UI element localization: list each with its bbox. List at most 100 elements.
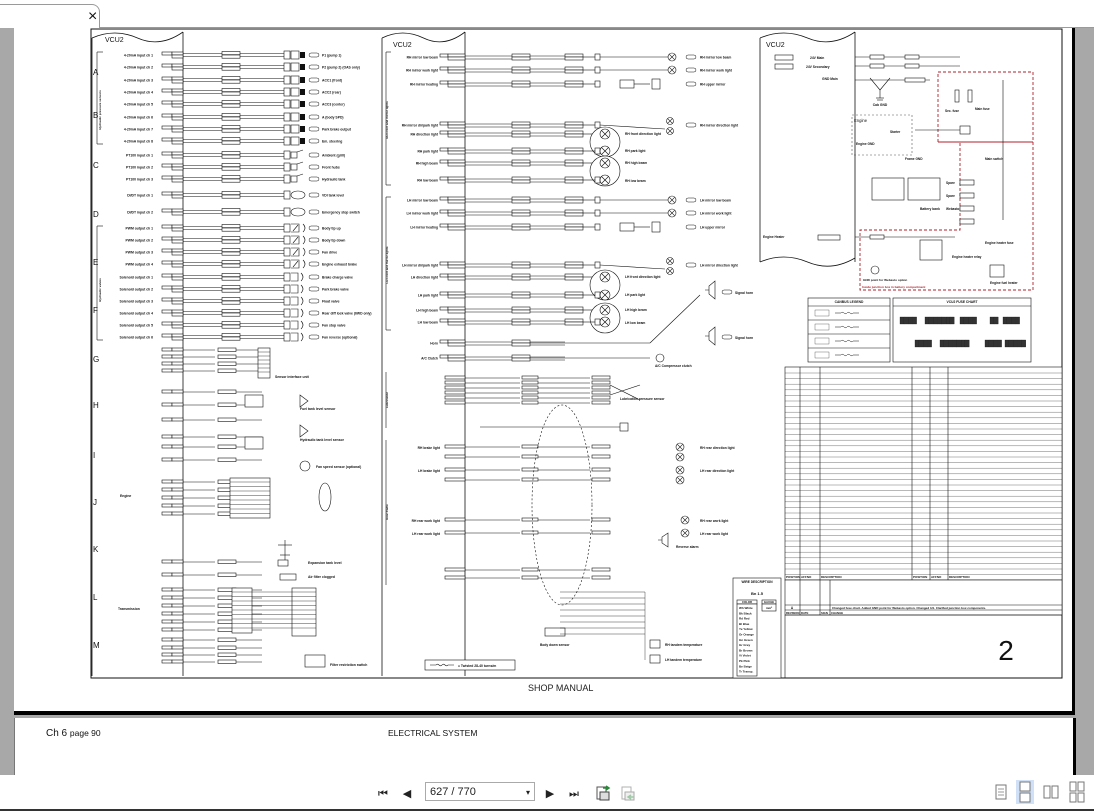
vcu-pin bbox=[171, 166, 184, 171]
device-label: Body down sensor bbox=[540, 643, 570, 647]
connector-box bbox=[221, 208, 241, 213]
vcu-pin bbox=[439, 80, 449, 85]
output-label: RH direction light bbox=[411, 133, 439, 137]
document-tab[interactable] bbox=[0, 4, 100, 29]
device-label: Brake charge valve bbox=[322, 276, 353, 280]
next-page-icon: ▶ bbox=[545, 788, 555, 800]
reference-tag bbox=[308, 64, 320, 70]
continuous-view-button[interactable] bbox=[1016, 780, 1034, 804]
power-label: Engine GND bbox=[856, 142, 875, 146]
wire bbox=[869, 77, 881, 91]
wire bbox=[668, 53, 676, 61]
two-page-continuous-view-button[interactable] bbox=[1068, 780, 1086, 804]
last-page-icon: ⏭ bbox=[569, 788, 579, 800]
chapter: Ch 6 bbox=[46, 728, 68, 739]
fuse-slot bbox=[924, 316, 930, 325]
vcu-pin bbox=[171, 51, 184, 56]
vcu-pin bbox=[171, 248, 184, 253]
connector-box bbox=[511, 294, 531, 299]
fuse-slot bbox=[993, 339, 998, 348]
two-page-view-button[interactable] bbox=[1042, 780, 1060, 804]
connector-box bbox=[511, 209, 531, 214]
go-forward-view-button[interactable] bbox=[619, 784, 637, 802]
device-label: LH rear work light bbox=[700, 532, 729, 536]
vcu-pin bbox=[171, 627, 184, 632]
vcu-pin bbox=[161, 88, 173, 93]
connector-box bbox=[564, 309, 584, 314]
close-tab-icon[interactable]: × bbox=[88, 8, 98, 25]
vcu-pin bbox=[161, 487, 173, 492]
device-label: LH mirror low beam bbox=[700, 199, 731, 203]
fuse-slot bbox=[1011, 316, 1016, 325]
color-header: COLOR bbox=[742, 600, 752, 604]
vcu-pin bbox=[171, 100, 184, 105]
wire bbox=[668, 196, 676, 204]
connector-box bbox=[521, 567, 539, 572]
vcu-pin bbox=[171, 151, 184, 156]
plug bbox=[594, 196, 601, 204]
gnd-point-icon bbox=[870, 265, 880, 275]
reference-tag bbox=[308, 310, 320, 316]
group-label: Hydraulic valves bbox=[98, 278, 102, 302]
next-page-button[interactable]: ▶ bbox=[542, 784, 558, 802]
reference-tag bbox=[308, 176, 320, 182]
vcu-pin bbox=[161, 100, 173, 105]
fuse-chart-title: VCU2 FUSE CHART bbox=[947, 300, 978, 304]
vertical-scrollbar[interactable] bbox=[1075, 28, 1094, 775]
connector-box bbox=[217, 354, 237, 359]
single-page-view-button[interactable] bbox=[992, 780, 1010, 804]
battery-icon bbox=[907, 177, 941, 201]
fuse-chart-table bbox=[892, 297, 1032, 363]
go-back-view-button[interactable] bbox=[594, 784, 612, 802]
vcu-pin bbox=[444, 444, 466, 449]
output-label: LH mirror heating bbox=[410, 226, 438, 230]
device-label: Rear diff lock valve (6WD only) bbox=[322, 312, 372, 316]
vcu-pin bbox=[447, 179, 466, 184]
connector-box bbox=[591, 467, 611, 472]
component-label: Filter restriction switch bbox=[330, 663, 367, 667]
connector-box bbox=[511, 223, 531, 228]
connector-box bbox=[564, 321, 584, 326]
pdf-page-next bbox=[14, 718, 1076, 775]
chevron-down-icon[interactable]: ▾ bbox=[525, 788, 530, 797]
fuse-slot bbox=[1002, 316, 1008, 325]
wire bbox=[681, 529, 689, 537]
last-page-button[interactable]: ⏭ bbox=[565, 784, 583, 802]
vcu-pin bbox=[171, 76, 184, 81]
wire-color: Br Brown bbox=[739, 648, 753, 652]
section-letter-i: I bbox=[93, 451, 95, 460]
reference-tag bbox=[308, 274, 320, 280]
power-label: Engine fuel heater bbox=[990, 281, 1018, 285]
vcu-label: VCU2 bbox=[766, 42, 785, 49]
connector-box bbox=[221, 163, 241, 168]
component-label: Fuel tank level sensor bbox=[300, 407, 336, 411]
mirror-heater-box bbox=[619, 222, 635, 232]
vcu-pin bbox=[447, 130, 466, 135]
connector-box bbox=[511, 150, 531, 155]
connector-box bbox=[564, 162, 584, 167]
connector-box bbox=[511, 342, 531, 347]
previous-page-button[interactable]: ◀ bbox=[399, 784, 415, 802]
first-page-button[interactable]: ⏮ bbox=[374, 784, 392, 802]
page-number-input[interactable]: 627 / 770▾ bbox=[425, 782, 535, 801]
vcu-pin bbox=[171, 285, 184, 290]
connector-box bbox=[564, 273, 584, 278]
vcu-pin bbox=[171, 66, 184, 71]
sensor-icon bbox=[290, 75, 300, 85]
connector-box bbox=[221, 125, 241, 130]
vcu-pin bbox=[171, 652, 184, 657]
sensor-body bbox=[300, 89, 305, 95]
vcu-pin bbox=[171, 495, 184, 500]
reference-tag bbox=[308, 249, 320, 255]
component-label: Sensor interface unit bbox=[275, 375, 310, 379]
table-header: DESCRIPTION bbox=[949, 575, 970, 579]
connector-box bbox=[221, 113, 241, 118]
vcu-pin bbox=[161, 619, 173, 624]
vcu-pin bbox=[171, 128, 184, 133]
device-label: P2 (pump 2) (OAS only) bbox=[322, 66, 360, 70]
connector-box bbox=[564, 176, 584, 181]
reference-tag bbox=[685, 262, 697, 268]
vcu-pin bbox=[439, 273, 449, 278]
previous-page-icon: ◀ bbox=[402, 788, 412, 800]
plug bbox=[283, 75, 291, 85]
